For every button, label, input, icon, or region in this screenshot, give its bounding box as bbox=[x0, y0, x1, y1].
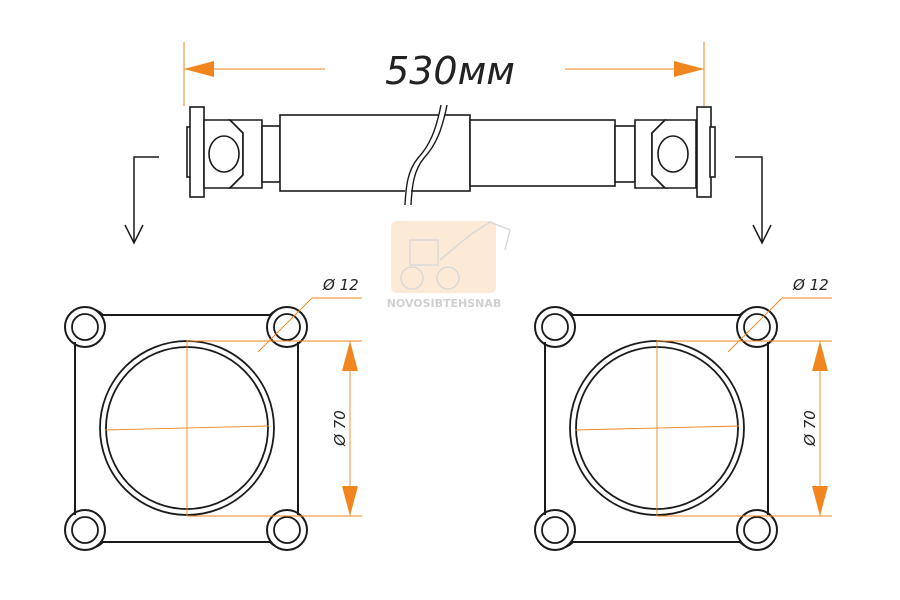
watermark-logo: NOVOSIBTEHSNAB bbox=[387, 221, 511, 310]
length-dimension bbox=[183, 42, 705, 106]
hole-diameter-label-right: Ø 12 bbox=[792, 276, 829, 294]
arrow-left-icon bbox=[184, 61, 214, 77]
length-label: 530мм bbox=[385, 49, 515, 93]
bore-diameter-label-right: Ø 70 bbox=[801, 410, 819, 447]
arrow-right-icon bbox=[674, 61, 704, 77]
flange-right bbox=[534, 297, 833, 551]
cardan-shaft bbox=[186, 104, 716, 206]
bore-diameter-label-left: Ø 70 bbox=[331, 410, 349, 447]
section-arrows bbox=[124, 156, 772, 245]
watermark-text: NOVOSIBTEHSNAB bbox=[387, 297, 502, 310]
hole-diameter-label-left: Ø 12 bbox=[322, 276, 359, 294]
flange-left bbox=[64, 297, 362, 551]
